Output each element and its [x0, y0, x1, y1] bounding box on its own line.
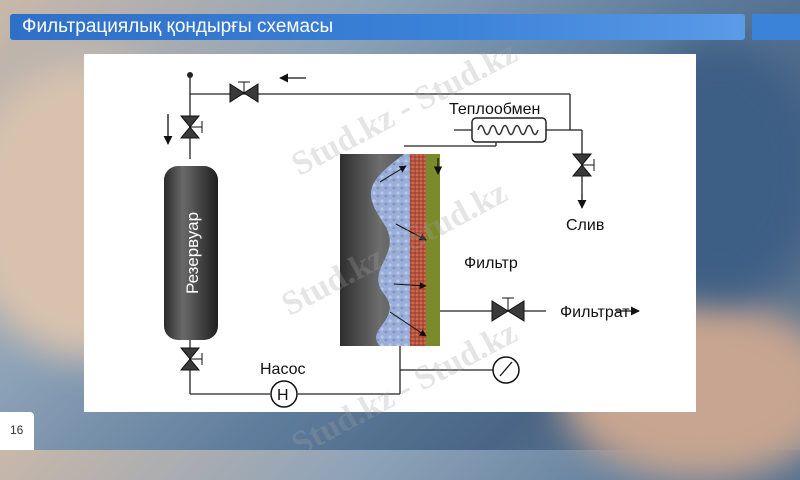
vent-point — [187, 72, 193, 78]
pump-icon — [270, 380, 298, 408]
valve-icon — [179, 347, 203, 371]
filter-label: Фильтр — [464, 255, 518, 272]
diagram-panel: Резервуар Теплообмен Фильтр Слив Фильтра… — [84, 54, 696, 412]
page-number: 16 — [10, 423, 24, 437]
pressure-gauge-icon — [492, 356, 520, 384]
reservoir-label: Резервуар — [183, 212, 202, 294]
filter-plate — [426, 154, 440, 346]
heat-exchanger — [471, 117, 547, 143]
drain-label: Слив — [566, 217, 604, 234]
valve-icon — [571, 153, 595, 177]
flow-arrow — [393, 282, 427, 290]
reservoir-tank — [164, 166, 218, 340]
valve-icon — [229, 81, 259, 103]
flow-arrow — [389, 311, 427, 337]
pump-label: Насос — [260, 361, 306, 378]
valve-icon — [179, 115, 203, 139]
gauge-needle — [499, 361, 513, 377]
coil-icon — [477, 124, 539, 136]
flow-arrow — [379, 165, 407, 183]
heat-exchanger-label: Теплообмен — [449, 101, 540, 118]
title-accent — [752, 14, 800, 40]
page-number-tab — [0, 412, 34, 450]
title-bar — [10, 14, 745, 40]
filter-medium — [410, 154, 426, 346]
filtrate-label: Фильтрат — [560, 304, 630, 321]
valve-icon — [491, 297, 525, 322]
flow-arrow — [395, 223, 427, 241]
slide-title: Фильтрациялық қондырғы схемасы — [22, 16, 334, 37]
filtration-diagram: Резервуар Теплообмен Фильтр Слив Фильтра… — [163, 72, 640, 408]
pump-symbol: Н — [277, 387, 289, 404]
